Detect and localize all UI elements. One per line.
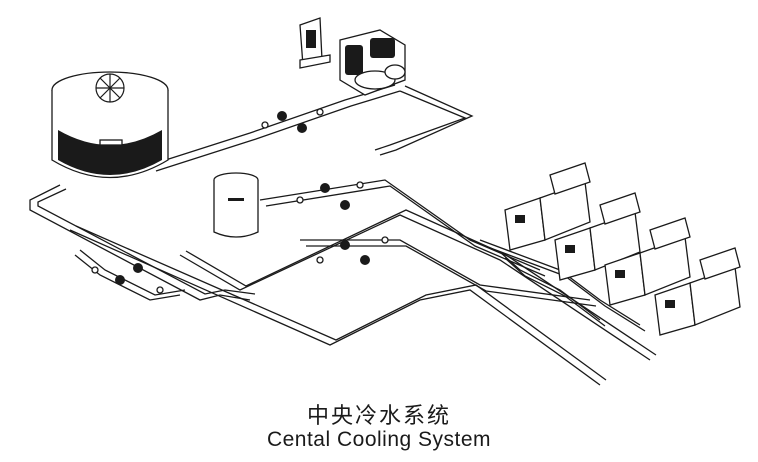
pump-group-cooling (261, 108, 324, 133)
cooling-system-diagram (29, 17, 741, 386)
caption-english-title: Cental Cooling System (266, 428, 492, 451)
air-handler-4 (654, 247, 741, 336)
air-handler-1 (504, 162, 591, 251)
pump-group-makeup (91, 263, 164, 294)
pump-group-chilled (296, 181, 364, 210)
cooling-tower-icon (51, 71, 169, 179)
pump-group-secondary (316, 236, 389, 265)
chiller-unit-icon (339, 29, 406, 96)
control-panel-icon (299, 17, 331, 69)
air-handler-2 (554, 192, 641, 281)
air-handler-3 (604, 217, 691, 306)
caption-chinese-title: 中央冷水系统 (306, 404, 451, 429)
expansion-tank-icon (213, 172, 259, 238)
